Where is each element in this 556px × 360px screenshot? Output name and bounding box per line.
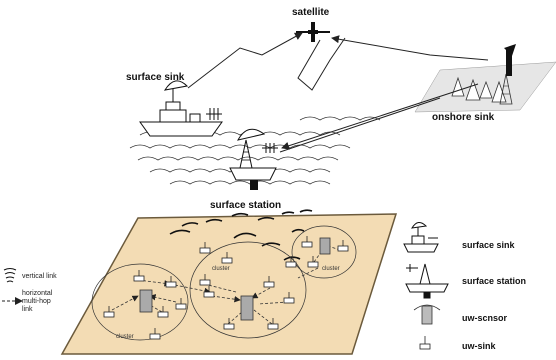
surface-station-label: surface station — [210, 200, 282, 211]
uw-sensor-icons — [103, 241, 349, 340]
legend-uw-sensor-icon — [413, 304, 441, 325]
vertical-link-arcs — [169, 209, 313, 261]
surface-sink-ship-icon — [139, 80, 223, 137]
legend-horizontal-link-label-2: multi-hop — [22, 298, 51, 305]
satellite-links — [187, 32, 489, 91]
uw-sensor-masts — [108, 236, 344, 334]
legend-uw-sink-icon — [419, 336, 431, 350]
cluster-label: cluster — [322, 266, 340, 272]
seabed-plane — [60, 213, 398, 355]
legend-surface-sink-icon — [403, 222, 439, 253]
satellite-label: satellite — [292, 7, 330, 18]
legend-surface-sink-label: surface sink — [462, 240, 515, 250]
cluster-label: cluster — [212, 266, 230, 272]
legend-horizontal-link-label-1: horizontal — [22, 290, 53, 297]
legend-uw-sink-label: uw-sink — [462, 341, 496, 351]
legend-vertical-link-label: vertical link — [22, 273, 57, 280]
antenna-tower-icon — [499, 73, 513, 105]
cluster-circles — [91, 225, 357, 341]
legend-horizontal-link-label-3: link — [22, 306, 33, 313]
legend-vertical-link-icon — [3, 268, 17, 283]
satellite-icon — [296, 22, 330, 42]
onshore-station-links — [279, 83, 479, 153]
surface-station-icon — [229, 128, 278, 190]
legend-surface-station-icon — [405, 263, 449, 299]
cluster-label: cluster — [116, 334, 134, 340]
legend-surface-station-label: surface station — [462, 276, 527, 286]
uw-sink-icons — [139, 237, 331, 321]
legend-uw-sensor-label: uw-scnsor — [462, 313, 508, 323]
surface-sink-label: surface sink — [126, 72, 185, 83]
onshore-sink-label: onshore sink — [432, 112, 495, 123]
onshore-dish-icon — [504, 44, 516, 76]
onshore-sink-group — [414, 44, 556, 113]
